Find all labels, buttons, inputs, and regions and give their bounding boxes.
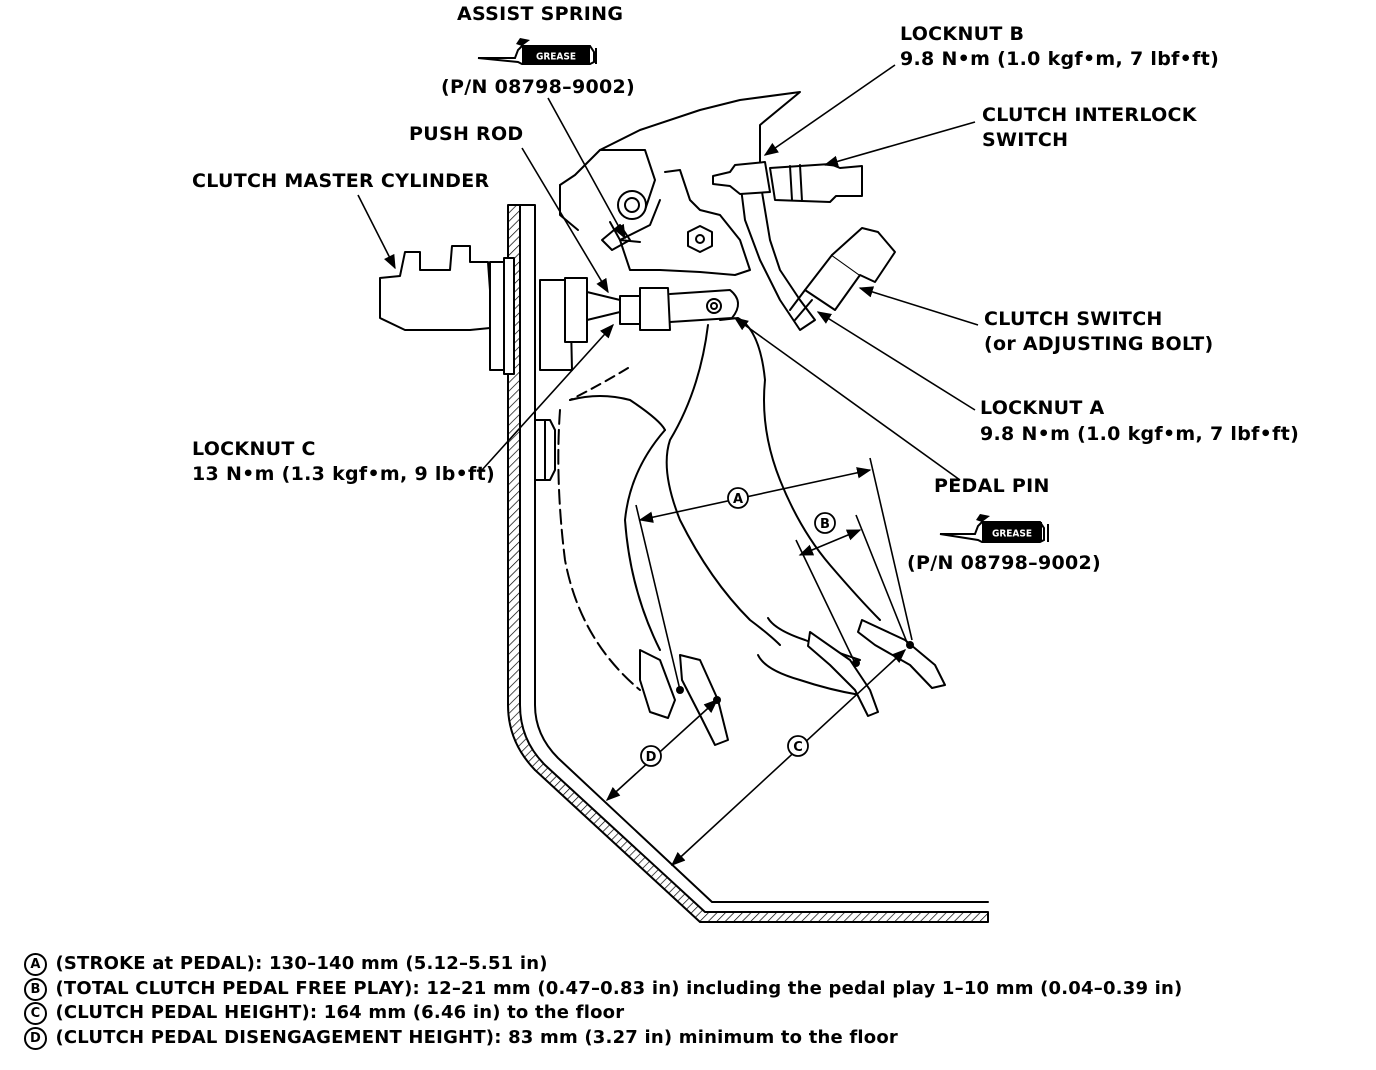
legend-row-d: D (CLUTCH PEDAL DISENGAGEMENT HEIGHT): 8… xyxy=(24,1026,1354,1051)
legend-row-a: A (STROKE at PEDAL): 130–140 mm (5.12–5.… xyxy=(24,952,1354,977)
dim-c-label: C xyxy=(793,740,803,755)
leader-push-rod xyxy=(521,147,609,294)
pedal-stop-bracket xyxy=(534,419,556,481)
pedal-arm-up xyxy=(665,317,946,717)
label-locknut-a: LOCKNUT A xyxy=(980,397,1105,419)
label-interlock-switch-line1: CLUTCH INTERLOCK xyxy=(982,104,1197,126)
pedal-bracket xyxy=(559,91,816,331)
clutch-switch xyxy=(789,227,896,321)
label-pedal-pin: PEDAL PIN xyxy=(934,475,1050,497)
dim-d-label: D xyxy=(646,750,657,765)
label-locknut-b: LOCKNUT B xyxy=(900,23,1025,45)
label-clutch-master-cylinder: CLUTCH MASTER CYLINDER xyxy=(192,170,490,192)
dimension-b xyxy=(795,514,909,666)
dimension-d xyxy=(605,699,719,801)
legend-letter-b: B xyxy=(24,977,47,1001)
legend-row-b: B (TOTAL CLUTCH PEDAL FREE PLAY): 12–21 … xyxy=(24,977,1354,1002)
label-locknut-c: LOCKNUT C xyxy=(192,438,316,460)
legend-text-c: (CLUTCH PEDAL HEIGHT): 164 mm (6.46 in) … xyxy=(55,1002,625,1023)
legend-letter-c: C xyxy=(24,1002,47,1025)
label-interlock-switch-line2: SWITCH xyxy=(982,129,1069,151)
legend-row-c: C (CLUTCH PEDAL HEIGHT): 164 mm (6.46 in… xyxy=(24,1001,1354,1026)
leader-pedal-pin xyxy=(733,317,961,481)
specification-legend: A (STROKE at PEDAL): 130–140 mm (5.12–5.… xyxy=(24,952,1354,1050)
label-clutch-switch-line1: CLUTCH SWITCH xyxy=(984,308,1163,330)
grease-tag-bottom: GREASE xyxy=(992,529,1032,540)
dim-a-label: A xyxy=(733,492,743,507)
legend-letter-a: A xyxy=(24,953,47,976)
label-pn-bottom: (P/N 08798–9002) xyxy=(907,552,1102,574)
leader-locknut-c xyxy=(481,323,614,471)
dim-b-label: B xyxy=(820,517,830,532)
grease-tube-top: GREASE xyxy=(477,38,597,65)
dimension-c xyxy=(670,649,907,866)
label-push-rod: PUSH ROD xyxy=(409,123,524,145)
push-rod xyxy=(619,287,739,331)
leader-clutch-switch xyxy=(858,286,979,326)
label-locknut-a-torque: 9.8 N•m (1.0 kgf•m, 7 lbf•ft) xyxy=(980,423,1300,445)
label-assist-spring: ASSIST SPRING xyxy=(457,3,624,25)
clutch-master-cylinder xyxy=(379,245,621,375)
firewall-floor xyxy=(507,204,989,923)
legend-text-d: (CLUTCH PEDAL DISENGAGEMENT HEIGHT): 83 … xyxy=(55,1026,899,1048)
label-clutch-switch-line2: (or ADJUSTING BOLT) xyxy=(984,333,1214,355)
grease-tube-bottom: GREASE xyxy=(939,514,1049,543)
leader-interlock-switch xyxy=(823,121,976,167)
legend-text-b: (TOTAL CLUTCH PEDAL FREE PLAY): 12–21 mm… xyxy=(55,977,1183,999)
leader-locknut-a xyxy=(816,311,976,411)
leader-assist-spring xyxy=(547,97,626,240)
leader-master-cylinder xyxy=(357,194,396,270)
legend-letter-d: D xyxy=(24,1026,47,1050)
clutch-interlock-switch xyxy=(712,161,863,203)
legend-text-a: (STROKE at PEDAL): 130–140 mm (5.12–5.51… xyxy=(55,953,548,974)
grease-tag-top: GREASE xyxy=(536,52,576,63)
pedal-arm-down xyxy=(557,367,729,746)
leader-locknut-b xyxy=(763,64,896,156)
label-pn-top: (P/N 08798–9002) xyxy=(441,76,636,98)
dimension-a xyxy=(635,457,913,691)
label-locknut-b-torque: 9.8 N•m (1.0 kgf•m, 7 lbf•ft) xyxy=(900,48,1220,70)
label-locknut-c-torque: 13 N•m (1.3 kgf•m, 9 lb•ft) xyxy=(192,463,495,485)
